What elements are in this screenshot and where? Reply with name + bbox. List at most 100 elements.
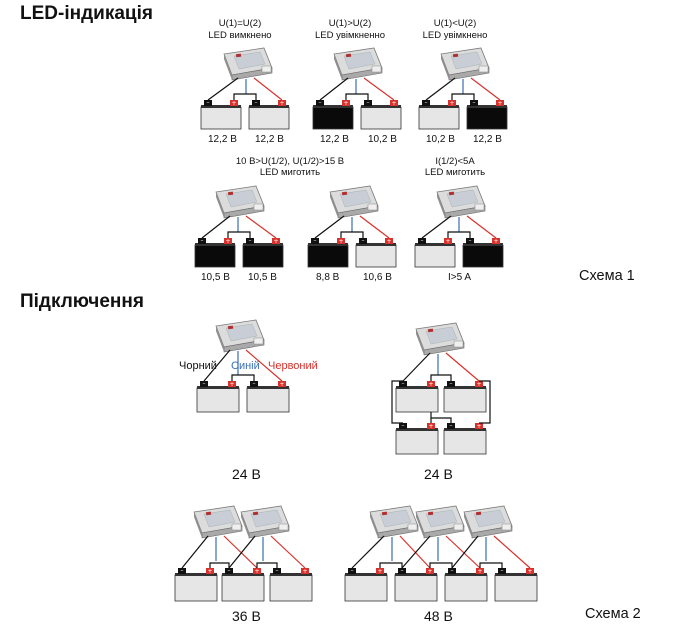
svg-text:–: – xyxy=(201,238,204,245)
wire-series xyxy=(209,562,230,568)
svg-text:–: – xyxy=(314,238,317,245)
battery-icon: –+ xyxy=(269,568,313,602)
wire-black xyxy=(451,535,479,569)
svg-text:–: – xyxy=(402,423,405,430)
battery-balancer-icon xyxy=(215,319,265,353)
svg-text:+: + xyxy=(273,238,278,245)
connection-36v: 36 В xyxy=(232,608,261,624)
battery-icon: –+ xyxy=(443,423,487,455)
wire-series xyxy=(430,417,452,423)
svg-text:+: + xyxy=(497,100,502,107)
wire-red-label: Червоний xyxy=(268,360,318,372)
wire-series xyxy=(345,93,369,100)
case-3-right-voltage: 12,2 В xyxy=(473,134,502,145)
wire-series xyxy=(256,562,278,568)
battery-balancer-icon xyxy=(333,47,383,81)
svg-text:+: + xyxy=(302,568,307,575)
wire-red xyxy=(245,215,277,239)
svg-text:–: – xyxy=(228,568,231,575)
wire-red xyxy=(363,77,395,101)
svg-text:–: – xyxy=(203,381,206,388)
svg-text:–: – xyxy=(351,568,354,575)
svg-text:–: – xyxy=(469,238,472,245)
battery-balancer-icon xyxy=(329,185,379,219)
wire-black xyxy=(207,77,239,101)
case-6-current: I>5 A xyxy=(448,272,472,283)
svg-text:–: – xyxy=(501,568,504,575)
battery-icon: –+ xyxy=(248,100,290,130)
battery-icon: –+ xyxy=(360,100,402,130)
svg-text:–: – xyxy=(367,100,370,107)
wire-series xyxy=(231,374,255,381)
led-indication-heading: LED-індикація xyxy=(20,3,153,24)
case-1-right-voltage: 12,2 В xyxy=(255,134,284,145)
wire-series xyxy=(447,231,471,238)
case-6-led: LED миготить xyxy=(424,167,486,178)
wire-black xyxy=(401,535,431,569)
wire-black xyxy=(181,535,209,569)
wire-black xyxy=(228,535,256,569)
scheme-2-label: Схема 2 xyxy=(585,606,641,622)
case-2-left-voltage: 12,2 В xyxy=(320,134,349,145)
battery-icon: –+ xyxy=(443,381,487,413)
battery-icon: –+ xyxy=(196,381,240,413)
svg-text:–: – xyxy=(255,100,258,107)
svg-text:+: + xyxy=(254,568,259,575)
wire-black xyxy=(203,349,231,382)
battery-balancer-icon xyxy=(369,505,419,539)
wire-series xyxy=(430,374,452,381)
wire-black xyxy=(201,215,231,239)
wire-series xyxy=(233,93,257,100)
svg-text:–: – xyxy=(425,100,428,107)
svg-text:–: – xyxy=(421,238,424,245)
case-3-left-voltage: 10,2 В xyxy=(426,134,455,145)
battery-balancer-icon xyxy=(463,505,513,539)
svg-text:–: – xyxy=(249,238,252,245)
battery-balancer-icon xyxy=(415,505,465,539)
battery-icon: –+ xyxy=(246,381,290,413)
svg-text:+: + xyxy=(279,381,284,388)
svg-text:–: – xyxy=(276,568,279,575)
battery-icon: –+ xyxy=(418,100,460,130)
svg-text:+: + xyxy=(377,568,382,575)
battery-icon: –+ xyxy=(200,100,242,130)
case-4-led: LED миготить xyxy=(259,167,321,178)
svg-text:+: + xyxy=(493,238,498,245)
battery-icon: –+ xyxy=(394,568,438,602)
wire-black-label: Чорний xyxy=(179,360,217,372)
battery-icon: –+ xyxy=(344,568,388,602)
wire-red xyxy=(270,535,306,569)
battery-balancer-icon xyxy=(436,185,486,219)
battery-icon: –+ xyxy=(174,568,218,602)
battery-icon: –+ xyxy=(444,568,488,602)
battery-icon: –+ xyxy=(307,238,349,268)
wire-series xyxy=(479,562,503,568)
wire-red xyxy=(445,352,480,382)
svg-text:–: – xyxy=(473,100,476,107)
case-6-condition: I(1/2)<5A xyxy=(435,156,475,167)
svg-text:+: + xyxy=(225,238,230,245)
svg-text:–: – xyxy=(450,423,453,430)
case-2-right-voltage: 10,2 В xyxy=(368,134,397,145)
wire-black xyxy=(402,352,431,382)
wire-parallel xyxy=(391,380,403,424)
wire-series xyxy=(340,231,364,238)
case-3-condition: U(1)<U(2) xyxy=(433,18,477,29)
wire-series xyxy=(227,231,251,238)
battery-balancer-icon xyxy=(240,505,290,539)
case-1-condition: U(1)=U(2) xyxy=(218,18,262,29)
svg-text:+: + xyxy=(476,381,481,388)
svg-text:+: + xyxy=(427,568,432,575)
battery-balancer-icon xyxy=(215,185,265,219)
svg-text:+: + xyxy=(231,100,236,107)
svg-text:–: – xyxy=(181,568,184,575)
battery-icon: –+ xyxy=(395,381,439,413)
svg-text:+: + xyxy=(391,100,396,107)
svg-text:–: – xyxy=(362,238,365,245)
svg-text:+: + xyxy=(476,423,481,430)
wire-red xyxy=(399,535,431,569)
svg-text:+: + xyxy=(449,100,454,107)
connection-heading: Підключення xyxy=(20,291,144,312)
connection-24v-a: 24 В xyxy=(232,466,261,482)
svg-text:+: + xyxy=(343,100,348,107)
